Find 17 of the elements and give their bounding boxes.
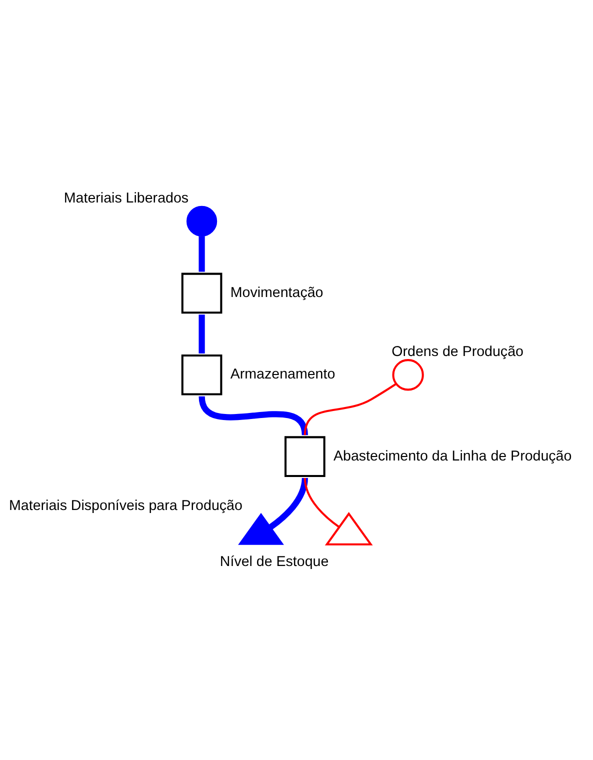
node-label: Ordens de Produção [392, 344, 524, 360]
node-circle [392, 358, 424, 390]
node-label: Movimentação [230, 284, 324, 300]
connector [268, 477, 308, 529]
node-circle [186, 205, 218, 236]
node-box [181, 272, 222, 314]
node-box [181, 354, 222, 395]
node-label: Nível de Estoque [220, 554, 329, 570]
connector [304, 477, 340, 528]
node-label: Abastecimento da Linha de Produção [334, 448, 572, 464]
connector [304, 382, 396, 435]
node-label: Materiais Liberados [64, 190, 189, 206]
node-box [284, 436, 326, 476]
connector [198, 236, 205, 272]
node-label: Armazenamento [230, 366, 336, 382]
connector [198, 314, 205, 353]
node-label: Materiais Disponíveis para Produção [9, 497, 242, 514]
